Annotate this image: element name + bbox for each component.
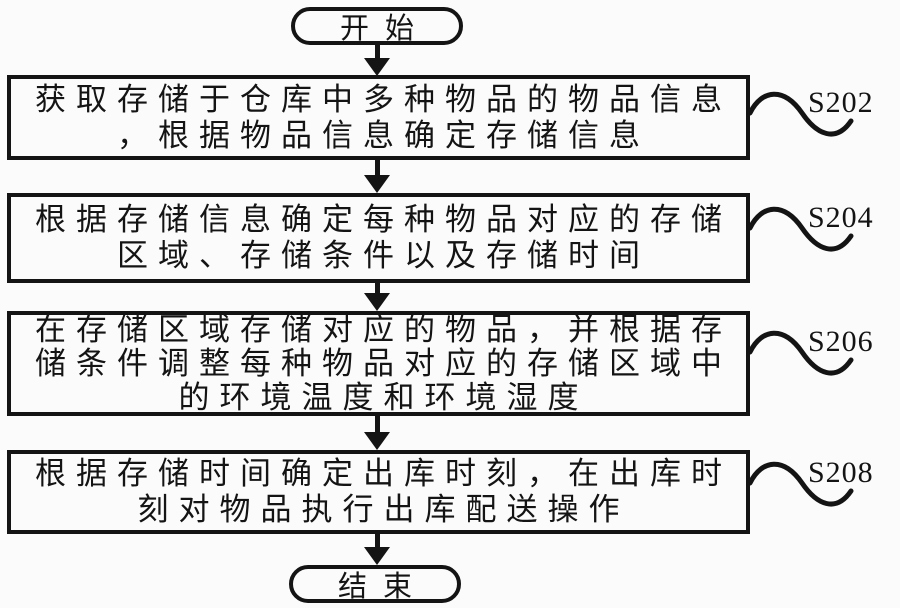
step-text-line: 根据存储时间确定出库时刻，在出库时 (35, 456, 732, 491)
step-id-label: S204 (808, 201, 874, 234)
step-text-line: 获取存储于仓库中多种物品的物品信息 (35, 81, 732, 117)
flow-arrow-s202-to-s204 (364, 159, 390, 193)
step-text-line: 的环境温度和环境湿度 (178, 379, 589, 415)
step-ref-s206: S206 (748, 322, 898, 402)
arrow-stem (374, 282, 380, 293)
arrow-stem (374, 533, 380, 547)
squiggle-connector-icon (748, 91, 854, 137)
squiggle-connector-icon (748, 461, 854, 507)
step-id-label: S208 (808, 456, 874, 489)
step-id-label: S202 (808, 86, 874, 119)
arrow-head-icon (364, 547, 390, 565)
arrow-head-icon (364, 293, 390, 311)
step-text-line: ，根据物品信息确定存储信息 (117, 117, 650, 153)
arrow-head-icon (364, 58, 390, 76)
arrow-head-icon (364, 175, 390, 193)
flow-arrow-s206-to-s208 (364, 415, 390, 450)
arrow-head-icon (364, 432, 390, 450)
step-text-line: 区域、存储条件以及存储时间 (117, 238, 650, 273)
squiggle-connector-icon (748, 330, 854, 376)
flow-arrow-s204-to-s206 (364, 282, 390, 311)
end-label: 结束 (337, 571, 428, 603)
flow-arrow-s208-to-end (364, 533, 390, 565)
step-box-s208: 根据存储时间确定出库时刻，在出库时 刻对物品执行出库配送操作 (7, 450, 750, 534)
squiggle-connector-icon (748, 206, 854, 252)
step-box-s202: 获取存储于仓库中多种物品的物品信息 ，根据物品信息确定存储信息 (7, 75, 750, 160)
step-box-s204: 根据存储信息确定每种物品对应的存储 区域、存储条件以及存储时间 (7, 193, 750, 283)
step-ref-s202: S202 (748, 83, 898, 163)
start-terminal: 开始 (291, 7, 463, 45)
step-text-line: 在存储区域存储对应的物品，并根据存 (35, 311, 732, 347)
step-ref-s208: S208 (748, 453, 898, 533)
step-text-line: 刻对物品执行出库配送操作 (137, 492, 630, 527)
step-box-s206: 在存储区域存储对应的物品，并根据存 储条件调整每种物品对应的存储区域中 的环境温… (7, 311, 750, 416)
flow-arrow-start-to-s202 (364, 44, 390, 76)
step-ref-s204: S204 (748, 198, 898, 278)
arrow-stem (374, 415, 380, 432)
step-id-label: S206 (808, 325, 874, 358)
arrow-stem (374, 159, 380, 175)
start-label: 开始 (339, 13, 430, 45)
step-text-line: 根据存储信息确定每种物品对应的存储 (35, 202, 732, 237)
end-terminal: 结束 (289, 565, 461, 603)
arrow-stem (374, 44, 380, 58)
step-text-line: 储条件调整每种物品对应的存储区域中 (35, 345, 732, 381)
